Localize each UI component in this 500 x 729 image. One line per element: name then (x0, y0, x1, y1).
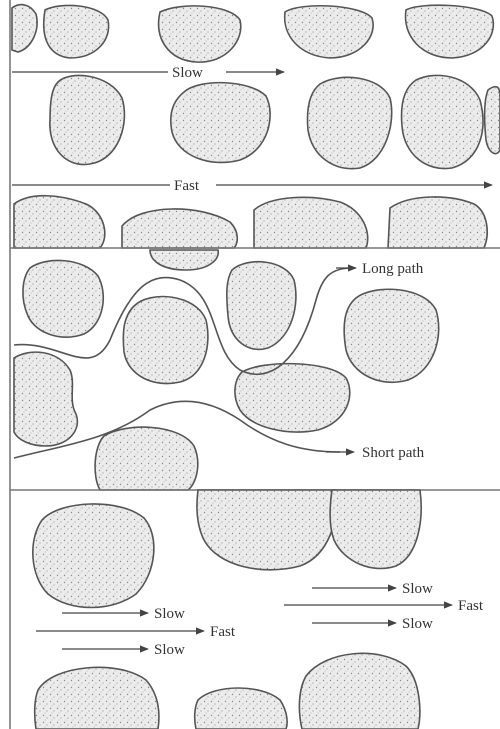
grain (299, 653, 419, 729)
grain (35, 667, 159, 729)
grain (195, 688, 287, 729)
bottom-panel-grains (33, 490, 421, 729)
grain (123, 297, 208, 384)
grain (405, 5, 493, 58)
grain (122, 209, 237, 248)
grain (14, 352, 77, 446)
grain (485, 87, 500, 154)
left-slow-lower-label: Slow (154, 642, 185, 658)
grain (227, 262, 296, 350)
long-path-label: Long path (362, 261, 424, 277)
panel-middle: Long path Short path (14, 250, 439, 490)
top-panel-grains (12, 5, 500, 248)
grain (285, 6, 373, 58)
right-fast-label: Fast (458, 598, 484, 614)
grain (171, 83, 270, 163)
right-slow-upper-label: Slow (402, 581, 433, 597)
left-slow-upper-label: Slow (154, 606, 185, 622)
panel-top: Slow Fast (12, 5, 500, 248)
right-slow-lower-label: Slow (402, 616, 433, 632)
grain (44, 5, 109, 58)
grain (159, 6, 241, 62)
short-path-label: Short path (362, 445, 425, 461)
panel-bottom: Slow Fast Slow Slow Fast Slow (33, 490, 484, 729)
fast-label: Fast (174, 178, 200, 194)
grain (308, 77, 392, 168)
grain (95, 427, 198, 490)
grain (254, 197, 368, 248)
grain (388, 197, 487, 248)
left-fast-label: Fast (210, 624, 236, 640)
grain (330, 490, 421, 568)
grain (50, 75, 125, 164)
grain (33, 504, 154, 608)
grain (344, 289, 439, 382)
grain (12, 5, 37, 52)
grain (197, 490, 337, 570)
grain (14, 196, 105, 248)
grain (402, 75, 483, 168)
grain (150, 250, 218, 270)
slow-label: Slow (172, 65, 203, 81)
grain (23, 260, 103, 337)
